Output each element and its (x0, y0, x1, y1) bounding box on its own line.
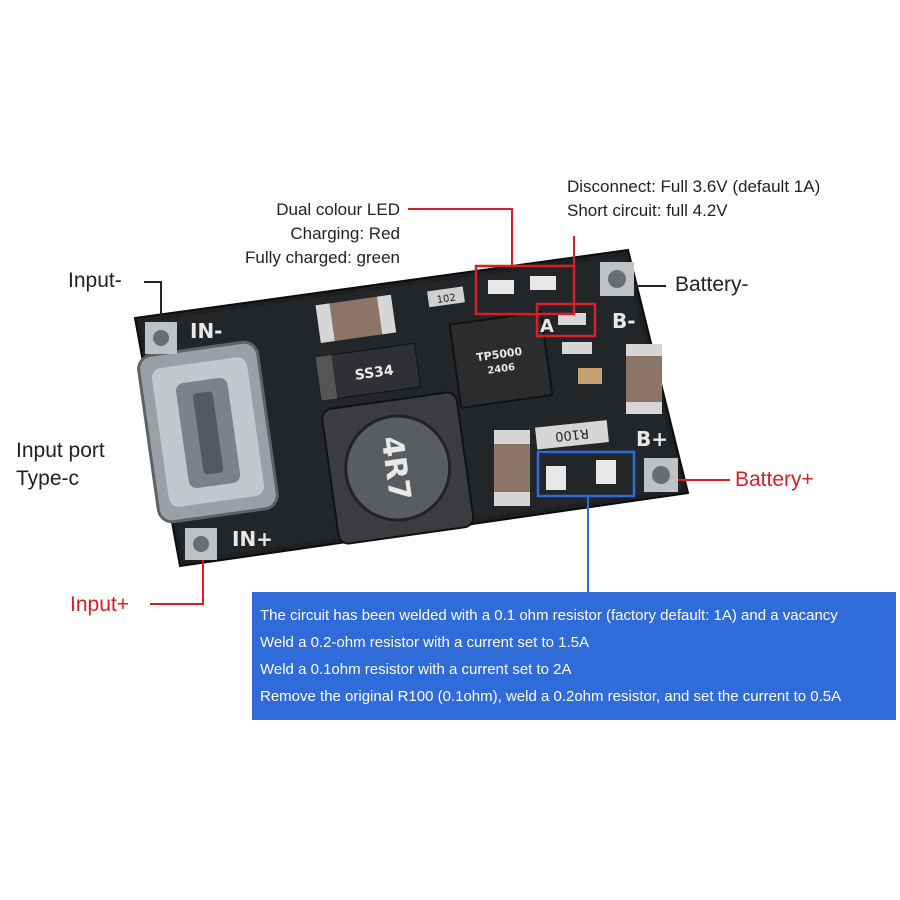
input-port-line2: Type-c (16, 467, 80, 490)
diode: SS34 (314, 342, 422, 402)
small-resistor-marking: 102 (436, 293, 456, 307)
input-port-line1: Input port (16, 439, 105, 462)
battery-plus-pad (644, 458, 678, 492)
capacitor-right (626, 344, 662, 414)
silk-in-minus: IN- (190, 319, 222, 343)
usb-type-c-port (137, 340, 279, 524)
battery-minus-label: Battery- (675, 273, 749, 296)
small-components (558, 313, 602, 384)
info-line-3: Weld a 0.1ohm resistor with a current se… (260, 661, 572, 678)
input-plus-leader-line (150, 560, 204, 605)
input-plus-label: Input+ (70, 593, 129, 616)
input-minus-leader-line (144, 281, 162, 322)
led-label: Dual colour LED Charging: Red Fully char… (200, 198, 400, 270)
chip-marking-line1: TP5000 (475, 345, 523, 364)
led-leader-line (408, 208, 513, 266)
input-minus-label: Input- (68, 269, 122, 292)
small-resistor: 102 (427, 286, 465, 308)
in-minus-pad (145, 322, 177, 354)
charger-chip: TP5000 2406 (448, 310, 554, 409)
led-label-line3: Fully charged: green (245, 248, 400, 267)
resistor-info-box: The circuit has been welded with a 0.1 o… (252, 592, 896, 720)
resistor-marking: R100 (554, 425, 589, 443)
led-pair (488, 276, 556, 294)
voltage-label-line1: Disconnect: Full 3.6V (default 1A) (567, 177, 821, 196)
voltage-label-line2: Short circuit: full 4.2V (567, 201, 728, 220)
info-line-1: The circuit has been welded with a 0.1 o… (260, 607, 838, 624)
current-sense-resistor: R100 (535, 420, 609, 450)
capacitor-top (315, 294, 397, 343)
voltage-label: Disconnect: Full 3.6V (default 1A) Short… (567, 175, 820, 223)
inductor: 4R7 (321, 391, 475, 545)
a-mark-highlight-box (535, 302, 597, 338)
led-label-line1: Dual colour LED (276, 200, 400, 219)
battery-minus-pad (600, 262, 634, 296)
led-label-line2: Charging: Red (290, 224, 400, 243)
battery-plus-label: Battery+ (735, 468, 814, 491)
input-port-label: Input port Type-c (16, 437, 105, 493)
silk-a-mark: A (540, 316, 554, 337)
diode-marking: SS34 (354, 362, 395, 383)
silk-in-plus: IN+ (232, 527, 273, 551)
info-line-2: Weld a 0.2-ohm resistor with a current s… (260, 634, 590, 651)
capacitor-bottom (494, 430, 530, 506)
silk-b-minus: B- (612, 309, 636, 333)
info-line-4: Remove the original R100 (0.1ohm), weld … (260, 688, 842, 705)
silk-b-plus: B+ (636, 427, 668, 451)
resistor-pads-highlight-box (536, 450, 636, 498)
vacant-resistor-pads (546, 460, 616, 490)
in-plus-pad (185, 528, 217, 560)
chip-marking-line2: 2406 (487, 362, 516, 377)
